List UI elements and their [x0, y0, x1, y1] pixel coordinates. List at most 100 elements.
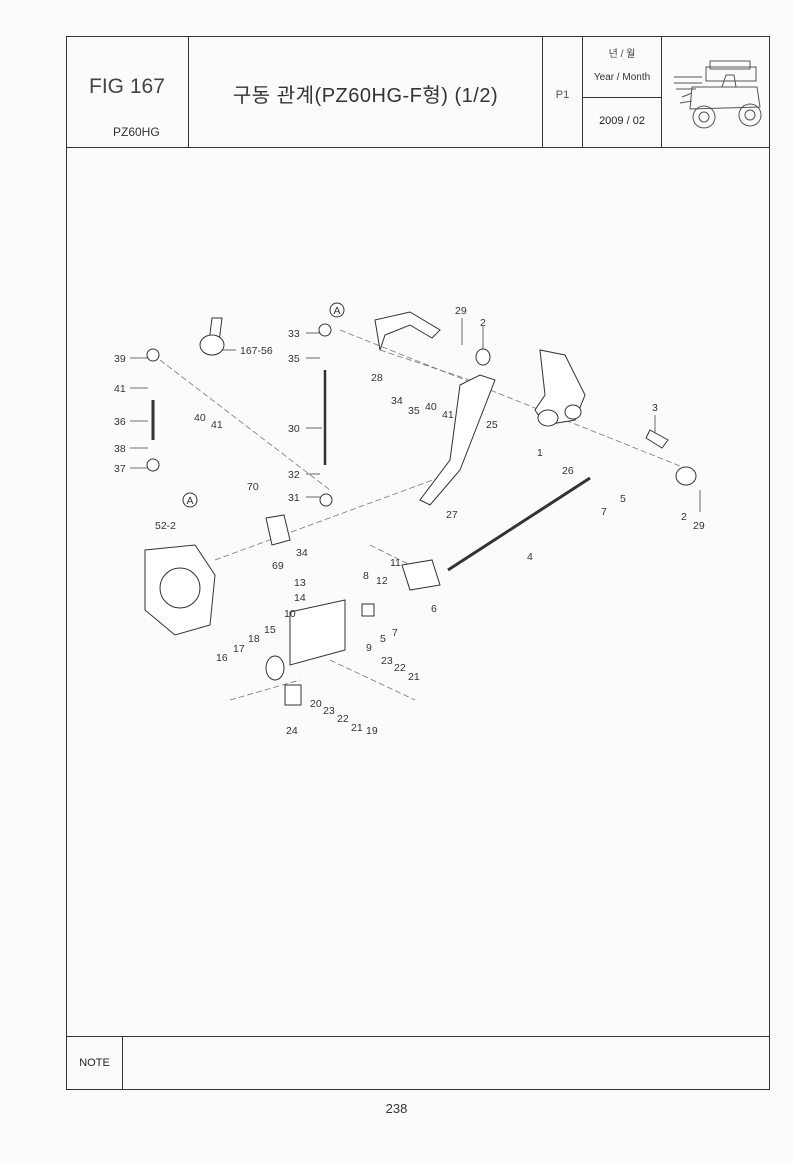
year-month-kr: 년 / 월	[608, 49, 636, 60]
rice-transplanter-thumbnail	[674, 60, 762, 129]
bracket-6	[401, 559, 441, 591]
callout-20: 20	[310, 698, 322, 710]
date-value: 2009 / 02	[599, 115, 645, 127]
callout-36: 36	[114, 416, 126, 428]
note-label: NOTE	[67, 1037, 123, 1089]
callout-23a: 23	[381, 655, 393, 667]
cover-24	[284, 684, 302, 706]
section-a-marker-bottom	[182, 492, 198, 508]
callout-4: 4	[527, 551, 533, 563]
page-number: 238	[385, 1101, 408, 1116]
housing-bore	[159, 567, 201, 609]
callout-40a: 40	[194, 412, 206, 424]
pin-3	[645, 429, 669, 449]
callout-30: 30	[288, 423, 300, 435]
callout-28: 28	[371, 372, 383, 384]
callout-26: 26	[562, 465, 574, 477]
section-a-label-top: A	[334, 305, 341, 317]
callout-18: 18	[248, 633, 260, 645]
part-9	[361, 603, 375, 617]
callout-41c: 41	[442, 409, 454, 421]
callout-2b: 2	[681, 511, 687, 523]
date-divider	[583, 97, 661, 98]
callout-10: 10	[284, 608, 296, 620]
callout-2a: 2	[480, 317, 486, 329]
callout-14: 14	[294, 592, 306, 604]
callout-5b: 5	[380, 633, 386, 645]
bearing-2a	[475, 348, 491, 366]
part-callouts: 1 2 2 3 4 5 5 6 7 7 8 9 10 11 12 13 14 1…	[114, 305, 705, 737]
leader-lines	[130, 318, 701, 512]
callout-1: 1	[537, 447, 543, 459]
block-69	[265, 514, 291, 546]
callout-15: 15	[264, 624, 276, 636]
callout-24: 24	[286, 725, 298, 737]
page-code: P1	[555, 89, 570, 101]
part-15	[265, 655, 285, 681]
callout-35b: 35	[408, 405, 420, 417]
callout-32: 32	[288, 469, 300, 481]
callout-167-56: 167-56	[240, 345, 273, 357]
pedal-arm-25	[419, 374, 496, 506]
page-frame: FIG 167 PZ60HG 구동 관계(PZ60HG-F형) (1/2) P1…	[66, 36, 770, 1090]
callout-52-2: 52-2	[155, 520, 176, 532]
callout-41b: 41	[211, 419, 223, 431]
callout-7b: 7	[392, 627, 398, 639]
callout-6: 6	[431, 603, 437, 615]
callout-17: 17	[233, 643, 245, 655]
callout-8: 8	[363, 570, 369, 582]
page-title: 구동 관계(PZ60HG-F형) (1/2)	[232, 85, 499, 107]
callout-31: 31	[288, 492, 300, 504]
fig-number: FIG 167	[89, 75, 165, 98]
callout-69: 69	[272, 560, 284, 572]
year-month-en: Year / Month	[593, 72, 651, 83]
callout-22a: 22	[394, 662, 406, 674]
callout-19: 19	[366, 725, 378, 737]
callout-35a: 35	[288, 353, 300, 365]
threaded-rod-4	[447, 476, 591, 572]
callout-34a: 34	[391, 395, 403, 407]
callout-23b: 23	[323, 705, 335, 717]
callout-3: 3	[652, 402, 658, 414]
callout-38: 38	[114, 443, 126, 455]
title-cell: 구동 관계(PZ60HG-F형) (1/2)	[189, 37, 543, 147]
callout-25: 25	[486, 419, 498, 431]
callout-16: 16	[216, 652, 228, 664]
callout-11: 11	[390, 557, 401, 569]
rod-end-33	[318, 323, 332, 337]
bracket-bore	[537, 409, 559, 427]
callout-41a: 41	[114, 383, 126, 395]
callout-9: 9	[366, 642, 372, 654]
callout-70: 70	[247, 481, 259, 493]
callout-34b: 34	[296, 547, 308, 559]
callout-33: 33	[288, 328, 300, 340]
header-table: FIG 167 PZ60HG 구동 관계(PZ60HG-F형) (1/2) P1…	[67, 37, 769, 148]
rod-end-39	[146, 348, 160, 362]
model-name: PZ60HG	[113, 125, 160, 139]
parts-art	[144, 311, 697, 706]
date-cell: 년 / 월 Year / Month 2009 / 02	[583, 37, 662, 147]
callout-21a: 21	[408, 671, 420, 683]
callout-40b: 40	[425, 401, 437, 413]
callout-7a: 7	[601, 506, 607, 518]
thumbnail-cell	[662, 37, 771, 147]
arm-28	[374, 311, 441, 351]
lever-boss	[199, 334, 225, 356]
bearing-2b	[675, 466, 697, 486]
callout-12: 12	[376, 575, 388, 587]
plate-10	[289, 599, 346, 666]
callout-13: 13	[294, 577, 306, 589]
rod-end-31	[319, 493, 333, 507]
callout-5a: 5	[620, 493, 626, 505]
note-bar: NOTE	[67, 1036, 769, 1089]
callout-29b: 29	[693, 520, 705, 532]
section-a-marker-top	[329, 302, 345, 318]
fig-cell: FIG 167 PZ60HG	[67, 37, 189, 147]
section-marks: A A	[182, 302, 345, 508]
callout-22b: 22	[337, 713, 349, 725]
callout-29a: 29	[455, 305, 467, 317]
callout-27: 27	[446, 509, 458, 521]
callout-21b: 21	[351, 722, 363, 734]
callout-39: 39	[114, 353, 126, 365]
